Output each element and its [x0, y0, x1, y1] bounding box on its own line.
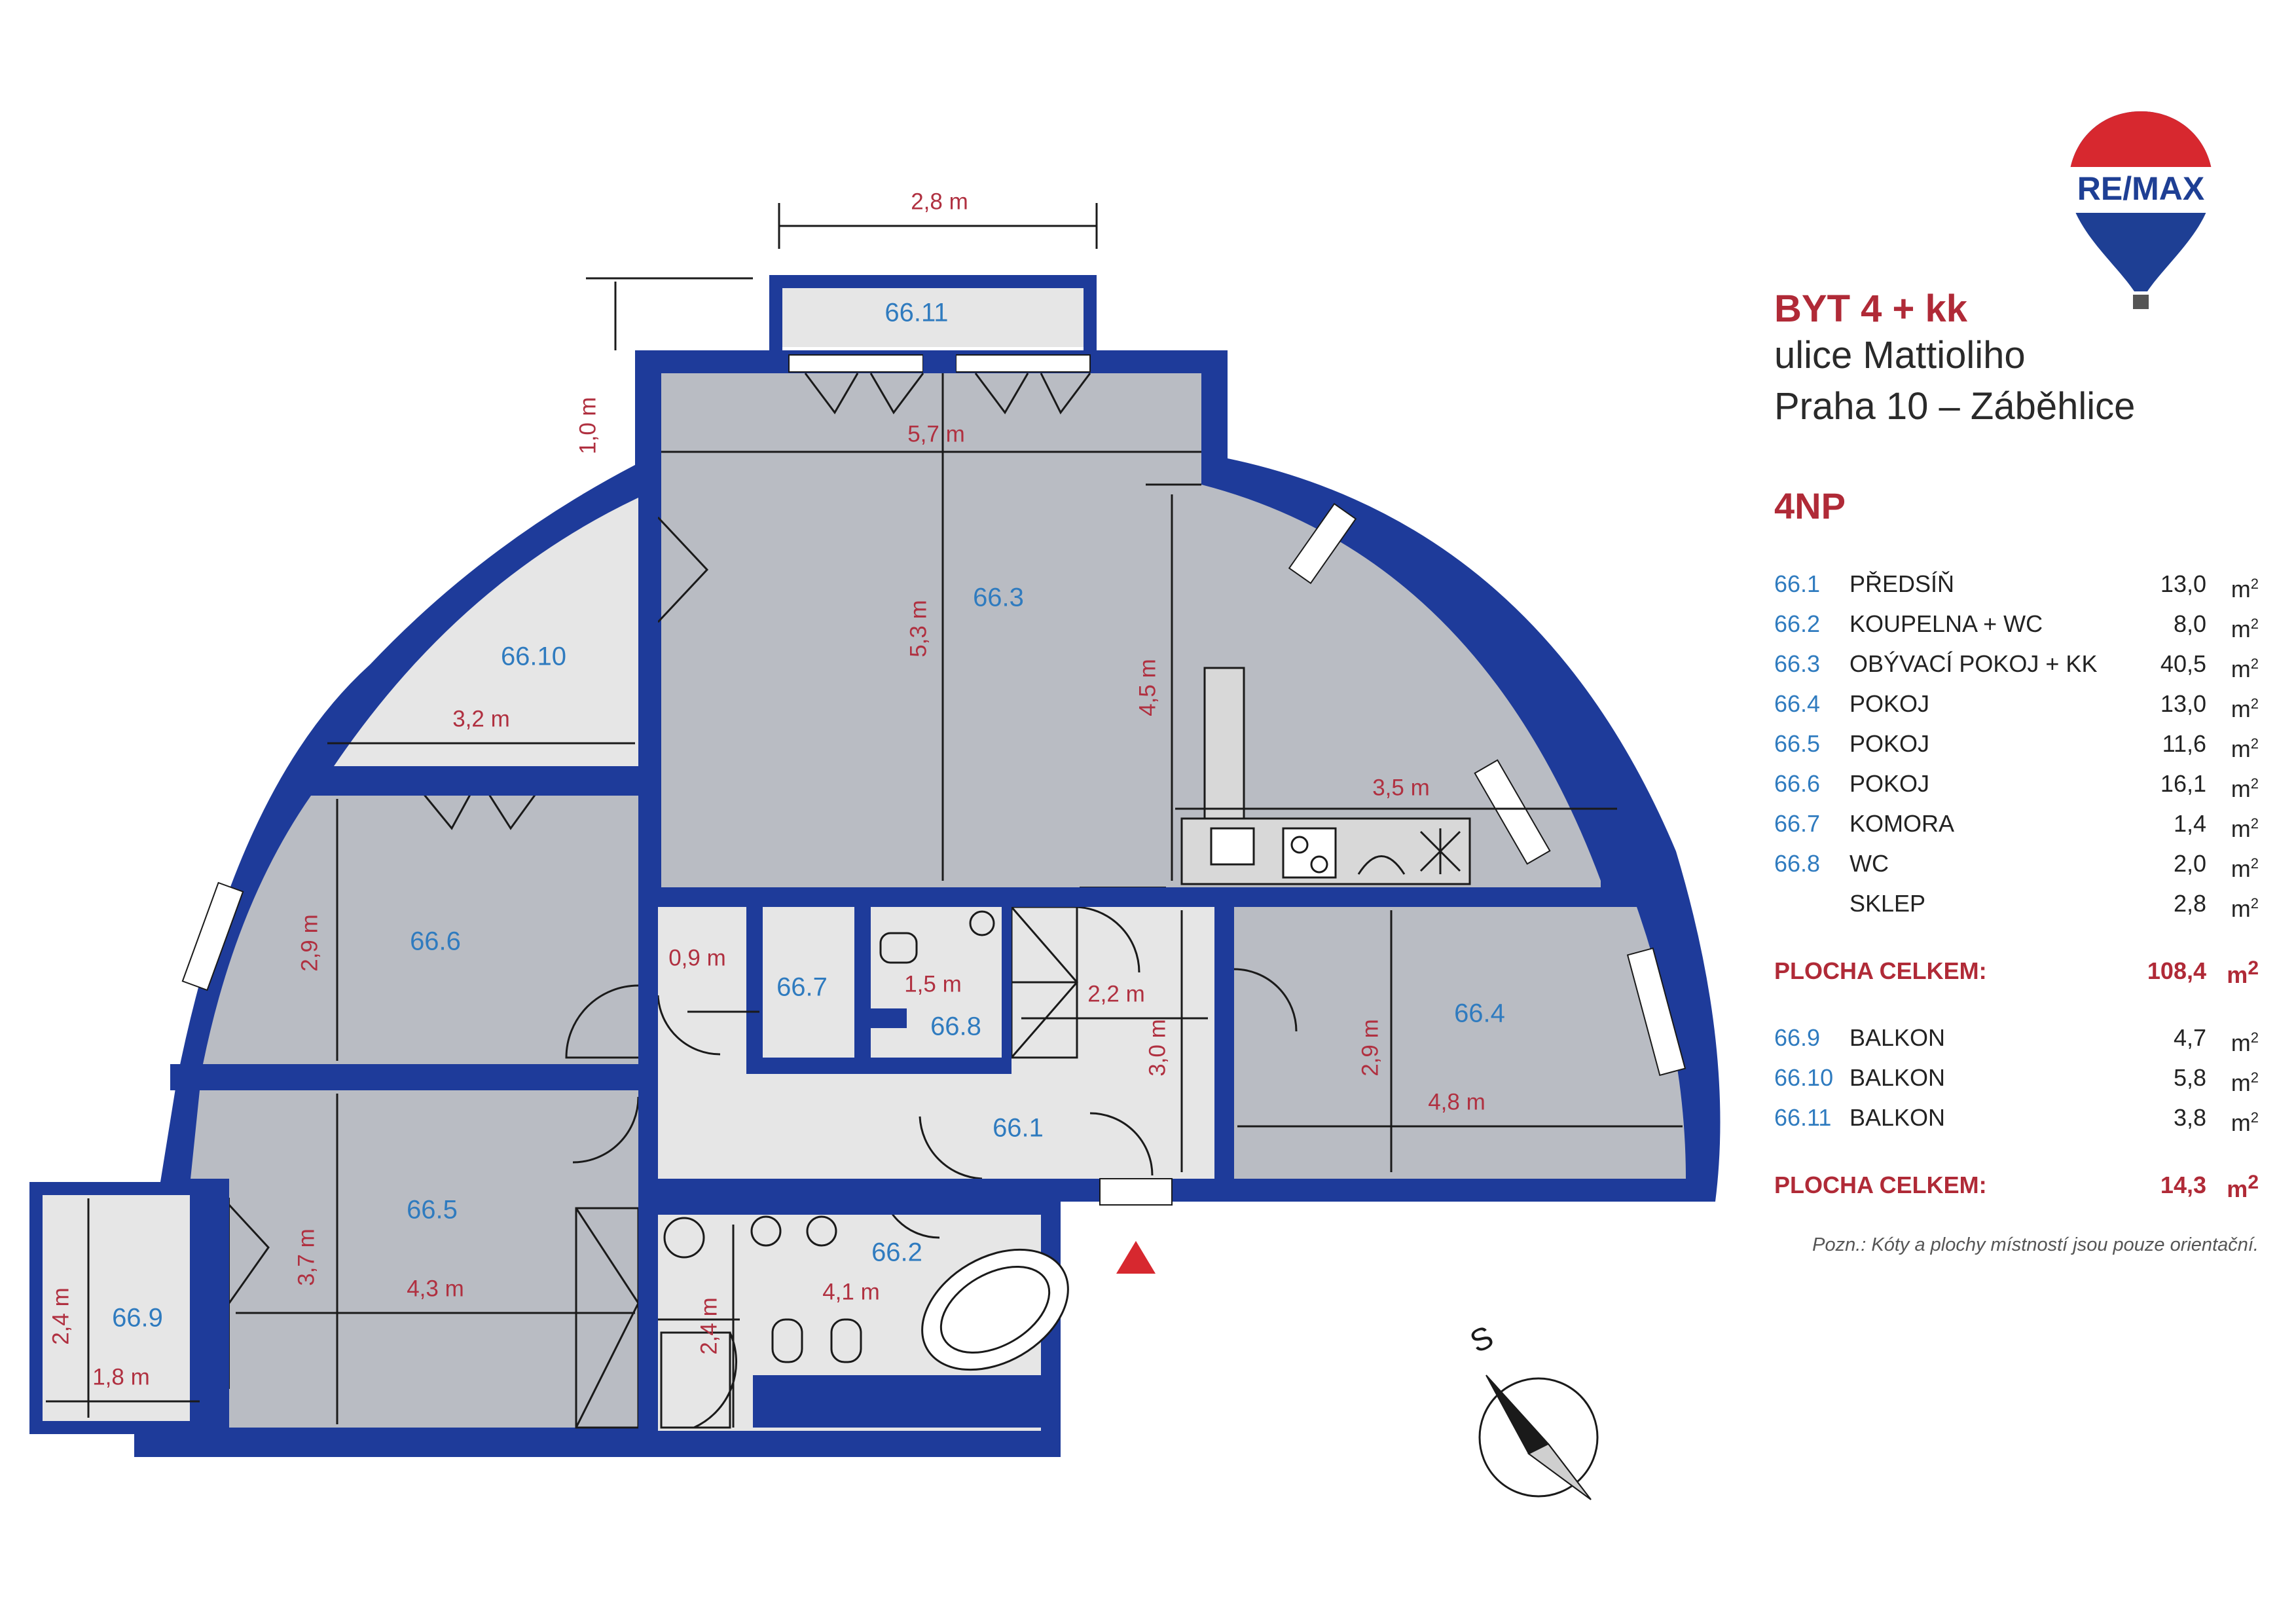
dimension-label: 1,5 m: [904, 971, 962, 997]
dimension-labels: 2,8 m 1,0 m 5,7 m 5,3 m 4,5 m 3,5 m 3,2 …: [48, 189, 1485, 1390]
kitchen-counter: [1180, 667, 1471, 885]
balcony-rail-right: [1084, 275, 1097, 354]
room-label: 66.7: [776, 973, 828, 1002]
room-label: 66.2: [871, 1238, 922, 1267]
dimension-label: 2,4 m: [696, 1297, 721, 1355]
room-label: 66.4: [1454, 999, 1505, 1028]
dimension-label: 2,9 m: [1357, 1019, 1383, 1077]
dimension-label: 2,9 m: [297, 914, 322, 972]
dimension-label: 4,1 m: [822, 1279, 880, 1304]
disclaimer-note: Pozn.: Kóty a plochy místností jsou pouz…: [1812, 1234, 2259, 1256]
room-label: 66.5: [407, 1196, 458, 1225]
balcony-rail-left: [769, 275, 782, 354]
apartment-title: BYT 4 + kk: [1774, 287, 1967, 330]
floor-level: 4NP: [1774, 485, 1846, 527]
room-label: 66.1: [993, 1114, 1044, 1143]
dimension-label: 3,2 m: [452, 706, 510, 731]
remax-logo: RE/MAX: [2069, 111, 2213, 309]
room-labels: 66.11 66.3 66.10 66.6 66.7 66.8 66.4 66.…: [112, 299, 1505, 1333]
room-label: 66.11: [884, 299, 948, 327]
bathroom-fixtures: [660, 910, 1069, 1429]
dimension-label: 3,7 m: [293, 1228, 319, 1286]
dimension-label: 5,7 m: [907, 421, 965, 447]
compass-label: S: [1465, 1320, 1499, 1360]
dimension-label: 4,5 m: [1135, 659, 1160, 716]
svg-text:RE/MAX: RE/MAX: [2077, 170, 2204, 207]
entrance-marker-icon: [1116, 1241, 1156, 1274]
street: ulice Mattioliho: [1774, 333, 2026, 377]
dimension-label: 4,8 m: [1428, 1089, 1485, 1115]
room-label: 66.9: [112, 1304, 163, 1333]
dimension-label: 2,4 m: [48, 1287, 73, 1345]
info-panel: BYT 4 + kk ulice Mattioliho Praha 10 – Z…: [1774, 288, 2259, 1256]
dimension-label: 5,3 m: [905, 600, 931, 657]
dimension-label: 1,8 m: [92, 1364, 150, 1390]
room-label: 66.10: [501, 642, 566, 671]
balcony-rail: [769, 275, 1097, 288]
room-label: 66.3: [973, 583, 1024, 612]
room-label: 66.8: [930, 1012, 981, 1041]
partitions: [170, 350, 1686, 1457]
door-swings: [228, 373, 1298, 1429]
dimension-label: 2,8 m: [911, 189, 968, 214]
dimension-label: 3,0 m: [1144, 1019, 1170, 1077]
city: Praha 10 – Záběhlice: [1774, 385, 2136, 428]
room-label: 66.6: [410, 927, 461, 956]
dimension-label: 0,9 m: [668, 945, 726, 970]
dimension-label: 1,0 m: [575, 397, 600, 454]
dimension-lines: [46, 203, 1683, 1428]
dimension-label: 4,3 m: [407, 1276, 464, 1301]
dimension-label: 2,2 m: [1087, 981, 1145, 1006]
dimension-label: 3,5 m: [1372, 775, 1430, 800]
compass-icon: [1478, 1375, 1599, 1500]
